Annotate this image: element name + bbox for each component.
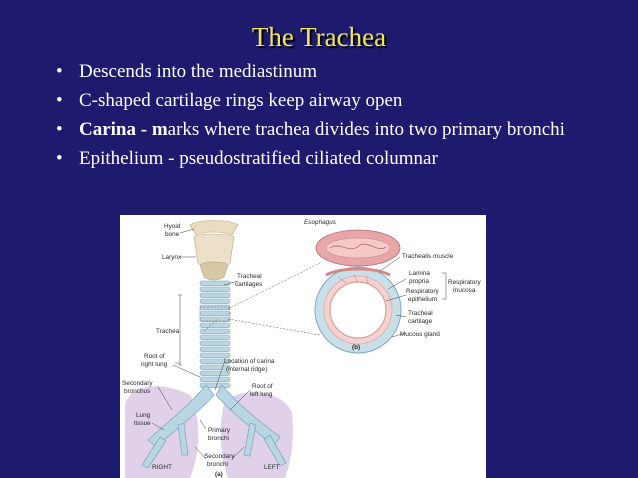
tracheal-cartilage-ring [199,310,231,316]
label-tracheal-cartilage: cartilage [408,318,433,325]
tracheal-cartilage-ring [199,298,231,304]
bullet-list: • Descends into the mediastinum • C-shap… [56,60,616,176]
label-left: LEFT [264,464,280,471]
label-esophagus: Esophagus [304,219,337,226]
label-secondary-bronchus: Secondary [122,380,153,387]
tracheal-cartilage-ring [199,316,231,322]
label-secondary-bronchi: Secondary [204,453,235,460]
label-mucous-gland: Mucous gland [400,331,440,338]
esophagus-cross-section [315,229,401,267]
leader-lines-b [379,256,447,338]
bullet-item: • Descends into the mediastinum [56,60,616,83]
tracheal-cartilage-ring [199,340,231,346]
label-trachea: Trachea [156,328,180,335]
bullet-text: Descends into the mediastinum [79,61,317,82]
label-panel-b: (b) [352,344,360,351]
section-connector-lines [199,262,321,336]
label-root-left-lung: Root of [252,383,273,390]
bullet-item: • C-shaped cartilage rings keep airway o… [56,89,616,112]
leader-lines-a [151,228,251,460]
label-location-carina: (internal ridge) [226,366,267,373]
label-trachealis-muscle: Trachealis muscle [402,253,454,260]
label-lung-tissue: Lung [136,412,151,419]
tracheal-cartilage-ring [199,370,231,376]
bullet-bold-term: Carina - m [79,119,168,140]
label-larynx: Larynx [162,254,182,261]
bullet-text: Epithelium - pseudostratified ciliated c… [79,148,438,169]
tracheal-cartilage-ring [199,352,231,358]
bullet-text: arks where trachea divides into two prim… [167,119,565,140]
label-root-right-lung: right lung [141,361,168,368]
label-location-carina: Location of carina [224,358,275,365]
tracheal-cartilage-ring [199,286,231,292]
tracheal-cartilage-ring [199,304,231,310]
label-respiratory-mucosa: mucosa [453,287,476,294]
bronchi-shape [141,384,287,469]
tracheal-cartilage-ring [199,376,231,382]
bullet-icon: • [56,148,63,169]
bullet-item: • Carina - marks where trachea divides i… [56,118,616,141]
tracheal-cartilage-ring [199,364,231,370]
tracheal-cartilage-ring [199,328,231,334]
trachea-illustration: Hyoid bone Larynx Tracheal cartilages Tr… [122,219,481,478]
label-respiratory-mucosa: Respiratory [448,279,481,286]
label-respiratory-epithelium: epithelium [408,296,437,303]
tracheal-cartilage-ring [199,292,231,298]
bullet-icon: • [56,90,63,111]
bullet-item: • Epithelium - pseudostratified ciliated… [56,147,616,170]
label-primary-bronchi: bronchi [208,435,229,442]
label-lamina-propria: propria [409,278,429,285]
tracheal-cartilage-ring [199,334,231,340]
bullet-icon: • [56,61,63,82]
slide-title: The Trachea [251,22,387,52]
label-tracheal-cartilages: Tracheal [237,273,262,280]
label-secondary-bronchus: bronchus [124,388,150,395]
tracheal-cartilage-ring [199,358,231,364]
label-tracheal-cartilage: Tracheal [408,310,433,317]
label-hyoid-bone: Hyoid [164,223,181,230]
tracheal-cartilage-ring [199,280,231,286]
bullet-icon: • [56,119,63,140]
trachea-figure: Hyoid bone Larynx Tracheal cartilages Tr… [120,215,486,478]
label-right: RIGHT [152,464,172,471]
tracheal-cartilage-ring [199,346,231,352]
trachea-cartilage-rings [199,280,231,388]
label-root-left-lung: left lung [250,391,273,398]
label-primary-bronchi: Primary [208,427,231,434]
bullet-text: C-shaped cartilage rings keep airway ope… [79,90,403,111]
larynx-shape [189,220,239,281]
label-respiratory-epithelium: Respiratory [406,288,439,295]
label-panel-a: (a) [215,471,223,478]
label-root-right-lung: Root of [144,353,165,360]
label-secondary-bronchi: bronchi [207,461,228,468]
label-lung-tissue: tissue [134,420,151,427]
tracheal-cartilage-ring [199,322,231,328]
label-hyoid-bone: bone [165,231,180,238]
label-tracheal-cartilages: cartilages [235,281,262,288]
label-lamina-propria: Lamina [409,270,430,277]
trachea-cross-section [314,266,402,354]
